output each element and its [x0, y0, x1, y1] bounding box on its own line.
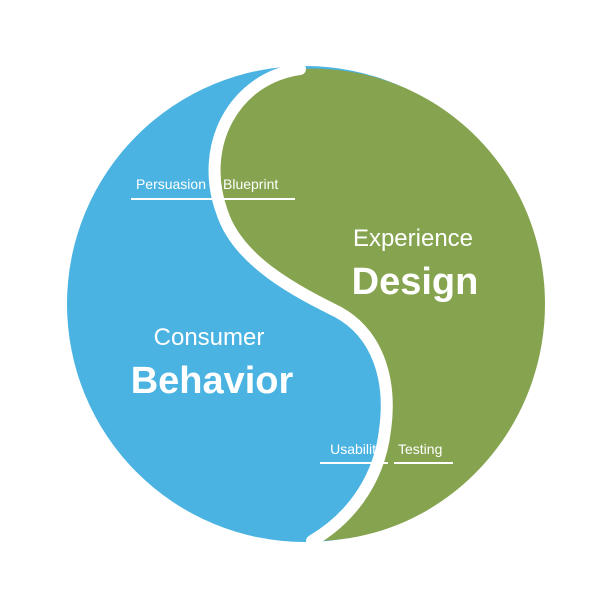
consumer-behavior-title-line1: Consumer [154, 324, 265, 351]
usability-label: Usability [330, 441, 383, 457]
consumer-behavior-title-line2: Behavior [131, 360, 294, 402]
experience-design-title-line1: Experience [353, 225, 473, 252]
separator-curve [208, 63, 393, 547]
experience-design-region [214, 68, 545, 542]
blueprint-label: Blueprint [223, 176, 278, 192]
experience-design-title-line2: Design [352, 261, 479, 303]
testing-label: Testing [398, 441, 442, 457]
persuasion-label: Persuasion [136, 176, 206, 192]
